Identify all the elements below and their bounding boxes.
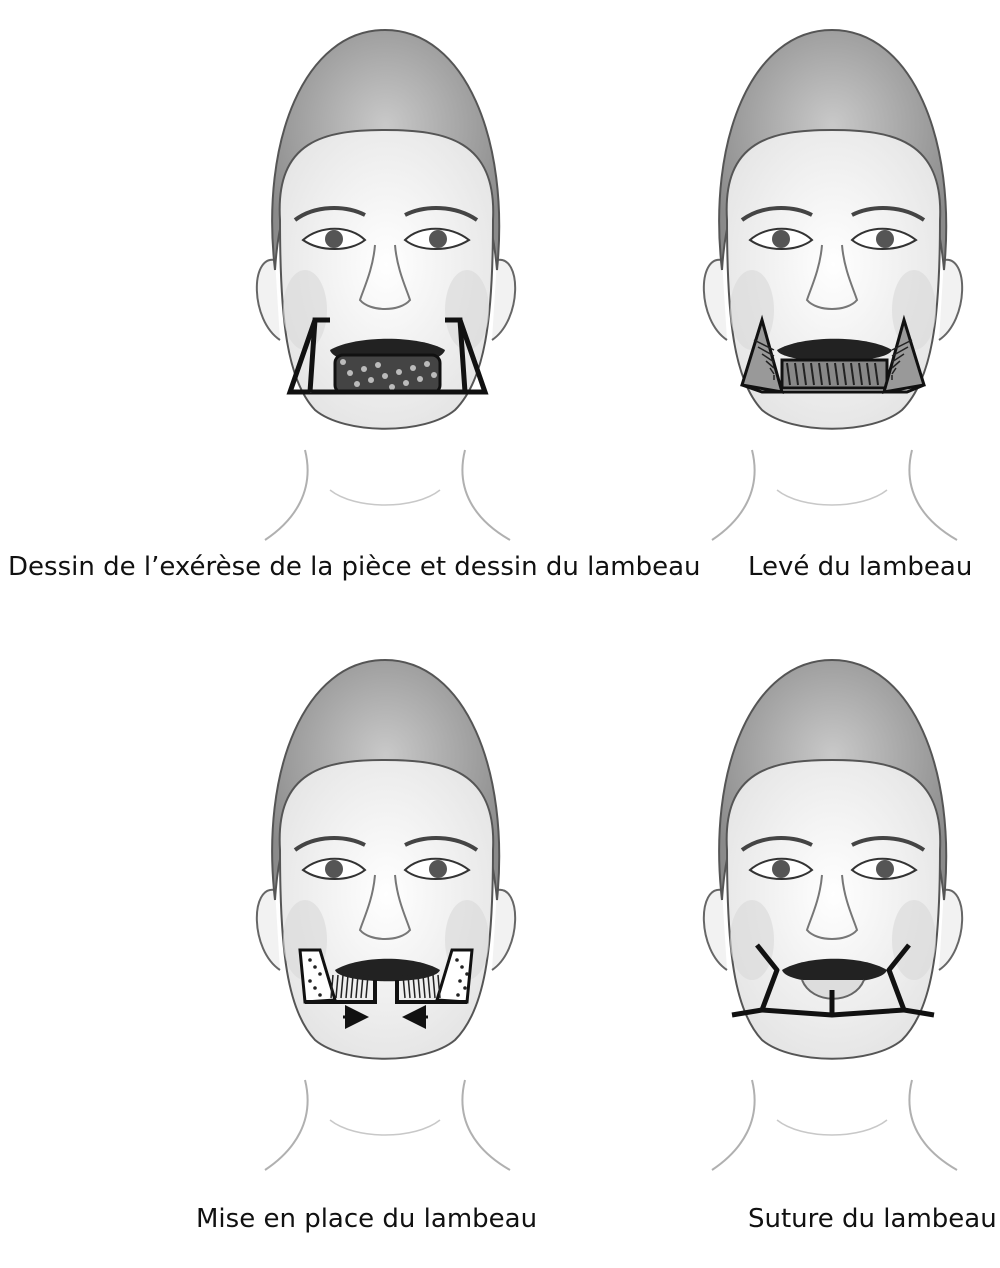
ear-right xyxy=(492,890,515,970)
flap-dots xyxy=(456,993,460,997)
neck-shadow xyxy=(777,490,887,505)
caption-panel-3: Mise en place du lambeau xyxy=(196,1204,537,1234)
ear-right xyxy=(939,260,962,340)
neck-outline xyxy=(712,450,957,540)
neck-outline xyxy=(265,450,510,540)
lesion-texture xyxy=(354,381,360,387)
ear-left xyxy=(257,890,280,970)
pupil-right xyxy=(876,230,894,248)
lesion-texture xyxy=(340,359,346,365)
lesion-texture xyxy=(375,362,381,368)
pupil-left xyxy=(772,860,790,878)
flap-dots xyxy=(308,958,312,962)
neck-outline xyxy=(265,1080,510,1170)
head-panel-3 xyxy=(257,660,515,1170)
lesion-texture xyxy=(410,365,416,371)
flap-dots xyxy=(318,993,322,997)
flap-dots xyxy=(313,965,317,969)
lesion-texture xyxy=(431,372,437,378)
lesion-texture xyxy=(403,380,409,386)
cheek-shadow-left xyxy=(730,900,774,980)
flap-dots xyxy=(318,972,322,976)
flap-dots xyxy=(463,986,467,990)
flap-dots xyxy=(313,986,317,990)
ear-left xyxy=(704,260,727,340)
pupil-left xyxy=(772,230,790,248)
lesion-texture xyxy=(361,366,367,372)
head-panel-4 xyxy=(704,660,962,1170)
lesion-texture xyxy=(396,369,402,375)
head-panel-2 xyxy=(704,30,962,540)
lesion-texture xyxy=(424,361,430,367)
cheek-shadow-right xyxy=(892,900,936,980)
lesion-texture xyxy=(347,370,353,376)
lesion-texture xyxy=(382,373,388,379)
pupil-right xyxy=(876,860,894,878)
neck-shadow xyxy=(330,1120,440,1135)
neck-shadow xyxy=(330,490,440,505)
pupil-left xyxy=(325,230,343,248)
ear-left xyxy=(704,890,727,970)
lesion-texture xyxy=(368,377,374,383)
pupil-left xyxy=(325,860,343,878)
neck-outline xyxy=(712,1080,957,1170)
flap-dots xyxy=(465,972,469,976)
flap-dots xyxy=(308,979,312,983)
caption-panel-4: Suture du lambeau xyxy=(748,1204,997,1234)
head-panel-1 xyxy=(257,30,515,540)
lesion-texture xyxy=(417,376,423,382)
pupil-right xyxy=(429,230,447,248)
pupil-right xyxy=(429,860,447,878)
ear-right xyxy=(939,890,962,970)
caption-panel-2: Levé du lambeau xyxy=(748,552,972,582)
caption-panel-1: Dessin de l’exérèse de la pièce et dessi… xyxy=(8,552,701,582)
cheek-shadow-left xyxy=(283,270,327,350)
lesion-texture xyxy=(389,384,395,390)
ear-right xyxy=(492,260,515,340)
flap-dots xyxy=(460,965,464,969)
flap-dots xyxy=(458,979,462,983)
flap-dots xyxy=(455,958,459,962)
ear-left xyxy=(257,260,280,340)
neck-shadow xyxy=(777,1120,887,1135)
